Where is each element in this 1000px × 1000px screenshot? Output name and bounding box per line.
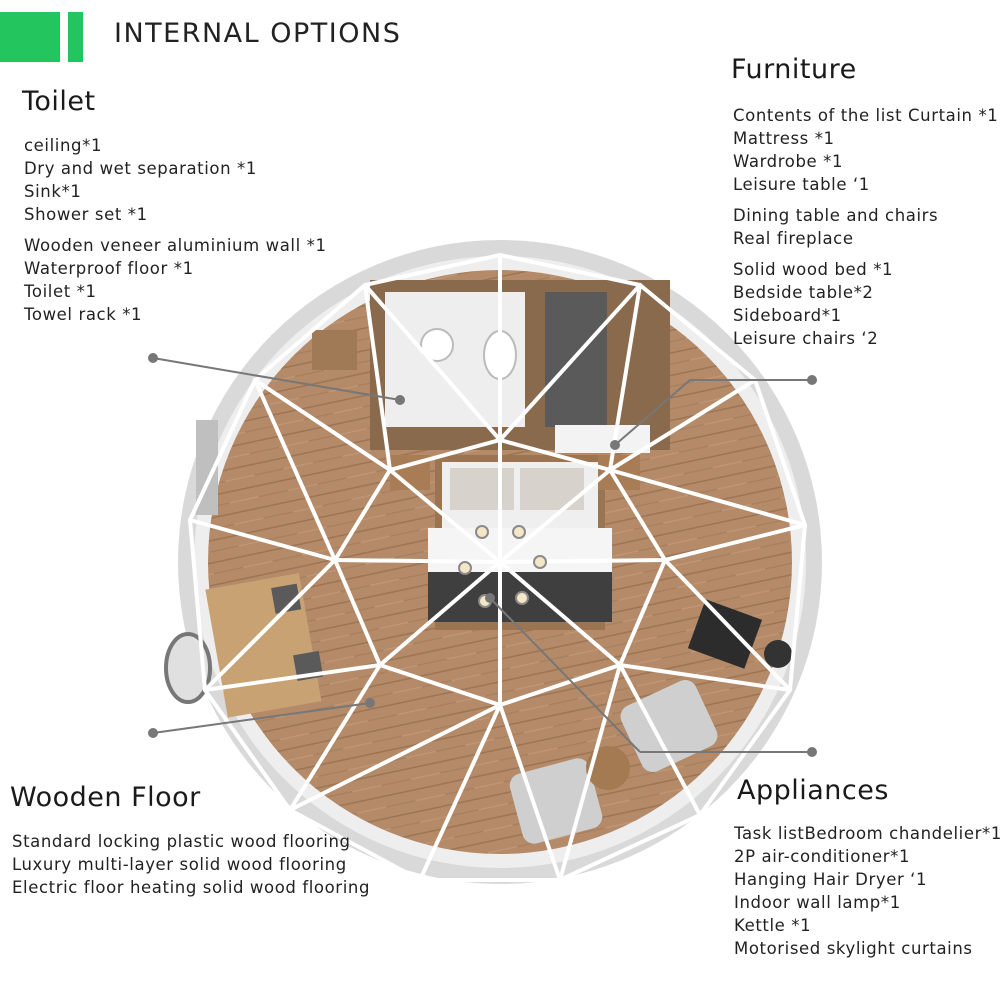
wooden-floor-heading: Wooden Floor [10, 782, 201, 813]
list-item: Luxury multi-layer solid wood flooring [12, 855, 347, 874]
sideboard [555, 425, 650, 453]
list-item: Electric floor heating solid wood floori… [12, 878, 371, 897]
list-item: 2P air-conditioner*1 [734, 847, 911, 866]
fireplace [687, 599, 792, 669]
list-item: Wardrobe *1 [733, 152, 844, 171]
list-item: Shower set *1 [24, 205, 148, 224]
corner-table [312, 330, 357, 370]
list-item: Wooden veneer aluminium wall *1 [24, 236, 327, 255]
list-item: Standard locking plastic wood flooring [12, 832, 351, 851]
header-accent-bar [0, 12, 60, 62]
list-item: Sink*1 [24, 182, 82, 201]
list-item: Solid wood bed *1 [733, 260, 894, 279]
header-accent-bar-thin [68, 12, 83, 62]
list-item: Kettle *1 [734, 916, 812, 935]
list-item: ceiling*1 [24, 136, 103, 155]
list-item: Leisure chairs ‘2 [733, 329, 879, 348]
page-title: INTERNAL OPTIONS [114, 18, 402, 49]
list-item: Indoor wall lamp*1 [734, 893, 901, 912]
wooden-floor-list: Standard locking plastic wood flooring L… [12, 830, 370, 899]
list-item: Contents of the list Curtain *1 [733, 106, 999, 125]
dining-table [205, 573, 324, 718]
geodesic-frame [187, 252, 808, 882]
toilet-list: ceiling*1 Dry and wet separation *1 Sink… [24, 134, 327, 326]
list-item: Real fireplace [733, 229, 854, 248]
appliances-list: Task listBedroom chandelier*1 2P air-con… [734, 822, 1000, 960]
round-window [164, 632, 212, 704]
leisure-area [509, 679, 718, 844]
list-item: Task listBedroom chandelier*1 [734, 824, 1000, 843]
list-item: Toilet *1 [24, 282, 97, 301]
toilet-heading: Toilet [22, 86, 96, 117]
list-item: Sideboard*1 [733, 306, 842, 325]
list-item: Dry and wet separation *1 [24, 159, 257, 178]
list-item: Dining table and chairs [733, 206, 939, 225]
furniture-list: Contents of the list Curtain *1 Mattress… [733, 104, 998, 350]
list-item: Bedside table*2 [733, 283, 874, 302]
list-item: Towel rack *1 [24, 305, 143, 324]
appliances-heading: Appliances [737, 775, 889, 806]
sink [420, 328, 454, 362]
list-item: Leisure table ‘1 [733, 175, 870, 194]
list-item: Mattress *1 [733, 129, 835, 148]
furniture-heading: Furniture [731, 54, 857, 85]
list-item: Motorised skylight curtains [734, 939, 973, 958]
list-item: Waterproof floor *1 [24, 259, 194, 278]
list-item: Hanging Hair Dryer ‘1 [734, 870, 928, 889]
leader-lines [148, 353, 817, 757]
